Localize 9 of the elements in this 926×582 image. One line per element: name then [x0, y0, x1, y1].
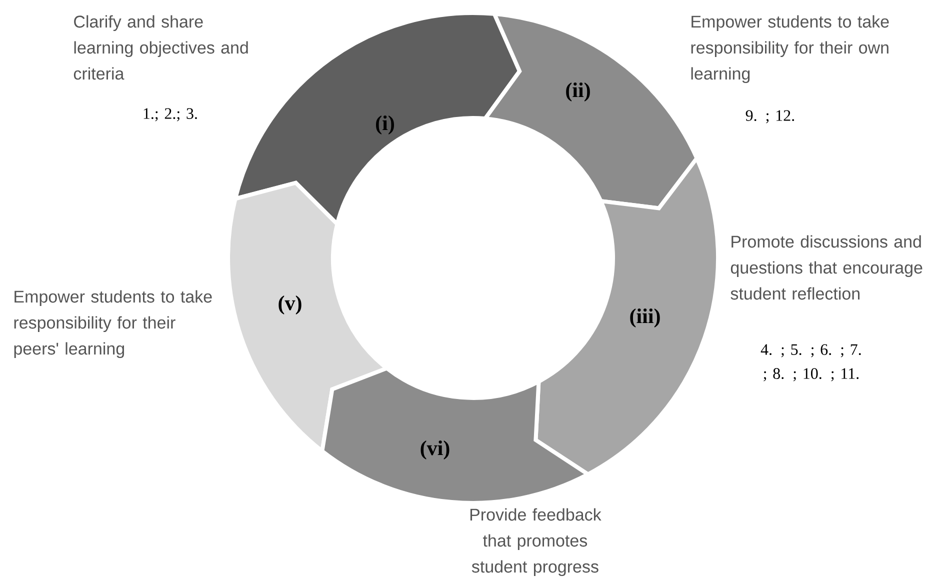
arrow-segment: (vi): [320, 366, 590, 505]
reference-numbers: 1.; 2.; 3.: [144, 108, 197, 122]
description-text: Empower students to take responsibility for their peers' learning: [14, 290, 212, 358]
description-text: Provide feedback that promotes student progress: [470, 508, 602, 576]
reference-numbers: 9. ; 12.: [746, 110, 794, 124]
reference-numbers: 4. ; 5. ; 6. ; 7. ; 8. ; 10. ; 11.: [760, 344, 861, 382]
description-text: Promote discussions and questions that encourage student reflection: [730, 235, 922, 300]
arrow-segment: (iii): [534, 156, 720, 476]
arrow-segment: (v): [226, 180, 389, 454]
